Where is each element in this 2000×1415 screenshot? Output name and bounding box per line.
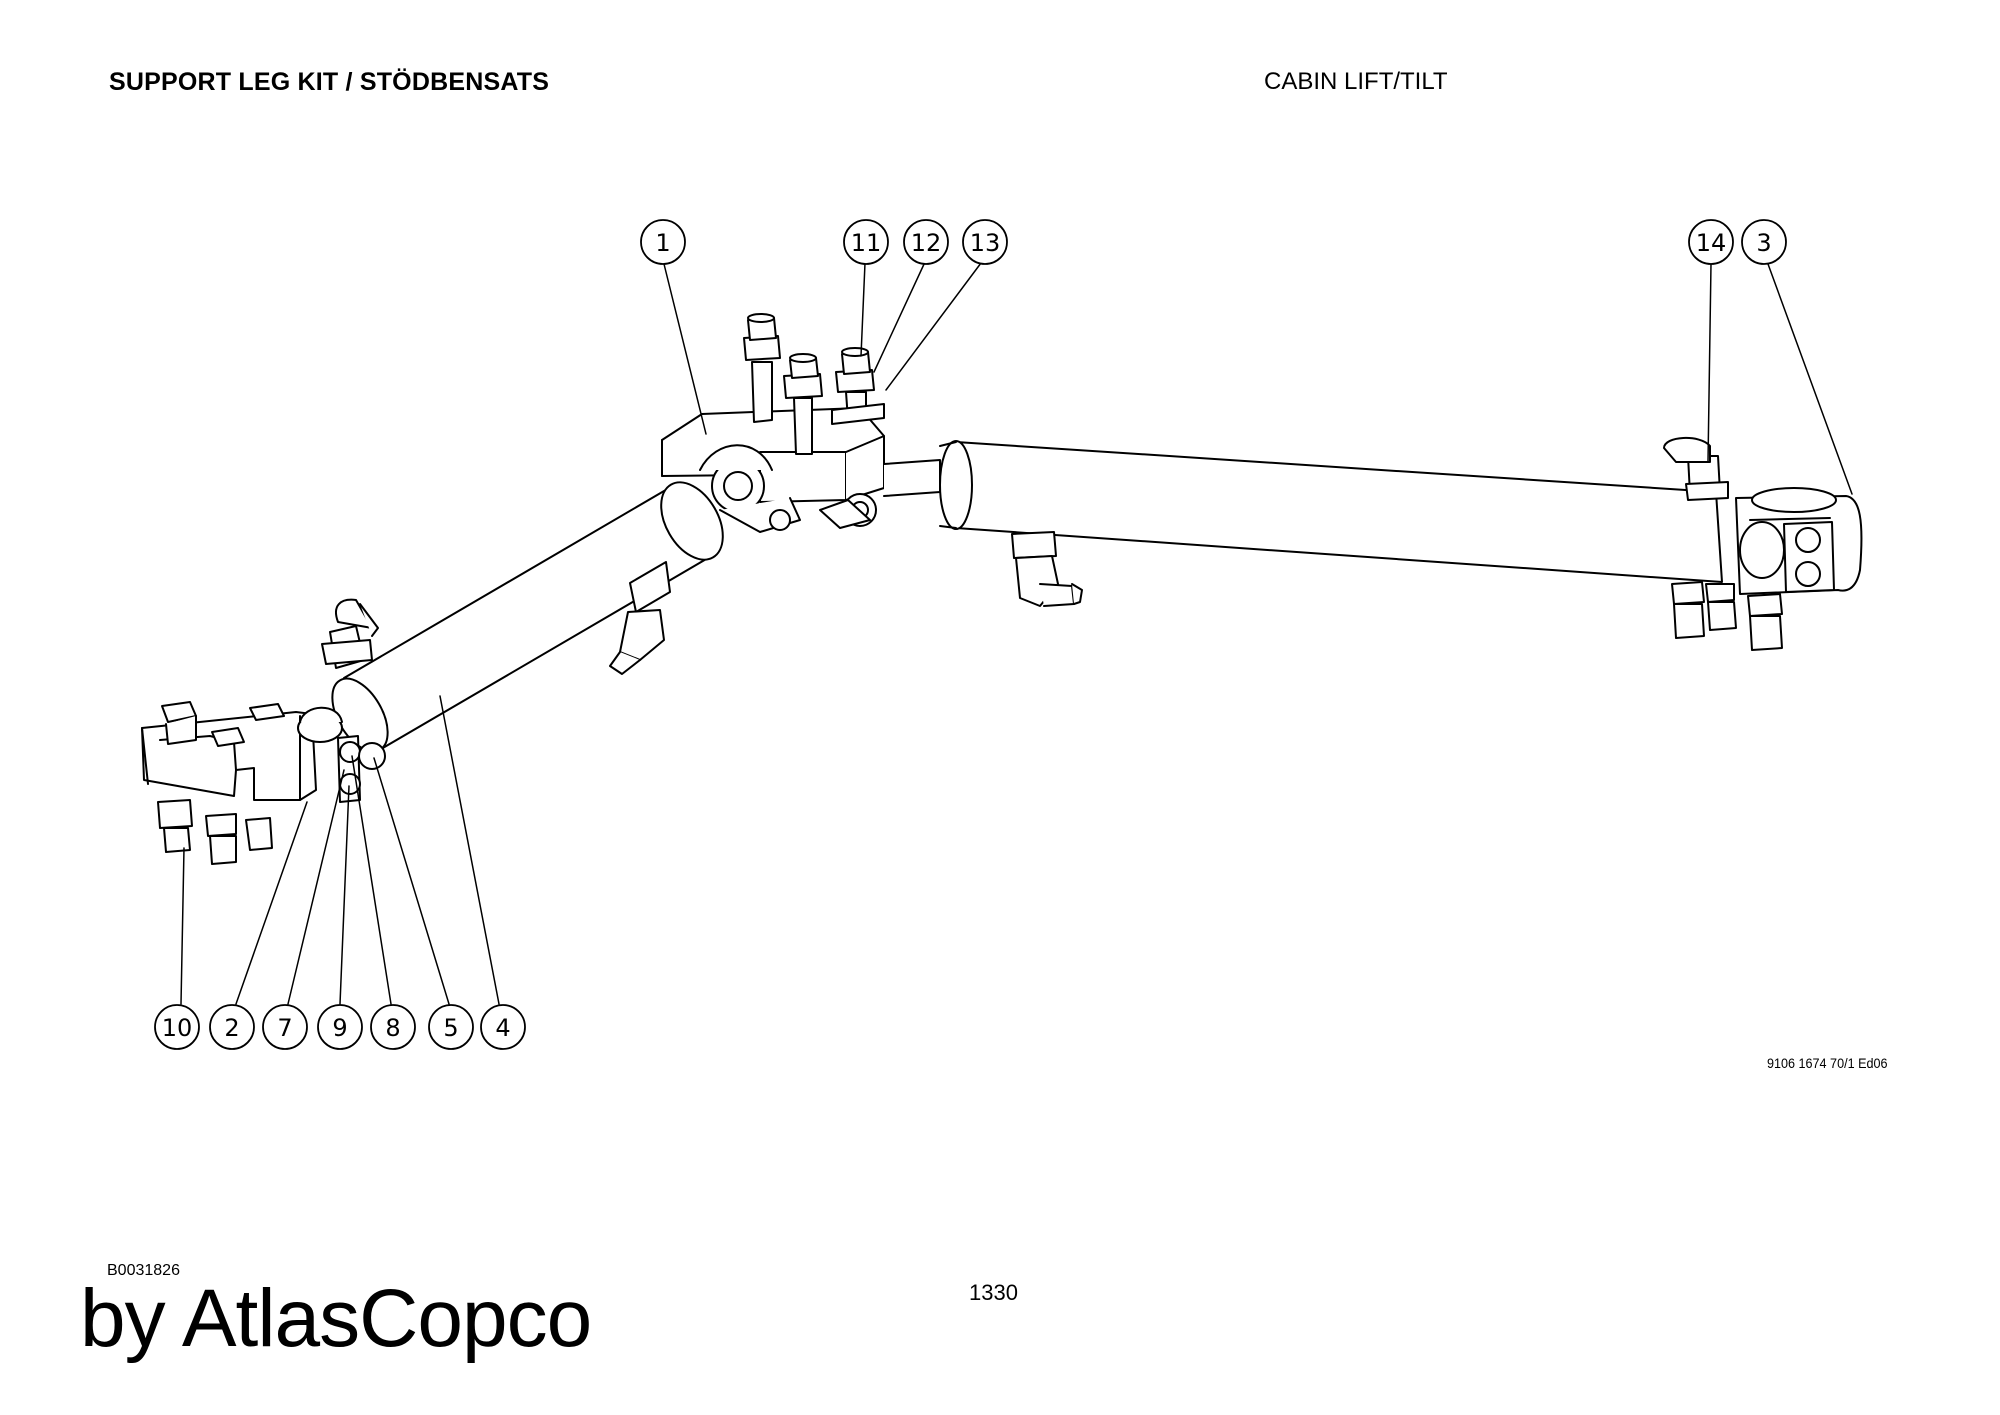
left-cylinder <box>321 481 724 753</box>
svg-text:5: 5 <box>443 1014 458 1042</box>
svg-text:10: 10 <box>162 1014 193 1042</box>
stud-b <box>783 353 823 455</box>
section-title: CABIN LIFT/TILT <box>1264 68 1448 95</box>
svg-text:9: 9 <box>332 1014 347 1042</box>
callout-13: 13 <box>962 219 1008 265</box>
brand-footer: by AtlasCopco <box>80 1273 592 1364</box>
callout-11: 11 <box>843 219 889 265</box>
svg-text:3: 3 <box>1756 229 1771 257</box>
callout-1: 1 <box>640 219 686 265</box>
callout-bubbles: 1 11 12 13 14 3 <box>154 219 1787 1050</box>
svg-text:1: 1 <box>655 229 670 257</box>
callout-4: 4 <box>480 1004 526 1050</box>
svg-text:13: 13 <box>970 229 1001 257</box>
svg-text:4: 4 <box>495 1014 510 1042</box>
stud-c <box>831 347 885 425</box>
drawing-edition-number: 9106 1674 70/1 Ed06 <box>1767 1055 1888 1071</box>
document-id: B0031826 <box>107 1262 180 1279</box>
left-bracket <box>141 701 386 865</box>
leader-lines <box>180 261 1853 1005</box>
stud-a <box>743 313 781 423</box>
callout-7: 7 <box>262 1004 308 1050</box>
callout-10: 10 <box>154 1004 200 1050</box>
svg-text:8: 8 <box>385 1014 400 1042</box>
page-number: 1330 <box>969 1280 1018 1305</box>
callout-2: 2 <box>209 1004 255 1050</box>
callout-8: 8 <box>370 1004 416 1050</box>
right-cylinder <box>883 437 1729 607</box>
svg-text:7: 7 <box>277 1014 292 1042</box>
callout-5: 5 <box>428 1004 474 1050</box>
page-title: SUPPORT LEG KIT / STÖDBENSATS <box>109 68 550 96</box>
svg-text:11: 11 <box>851 229 882 257</box>
right-bracket <box>1671 487 1863 651</box>
callout-9: 9 <box>317 1004 363 1050</box>
svg-text:14: 14 <box>1696 229 1727 257</box>
svg-text:2: 2 <box>224 1014 239 1042</box>
callout-12: 12 <box>903 219 949 265</box>
svg-text:12: 12 <box>911 229 942 257</box>
callout-14: 14 <box>1688 219 1734 265</box>
callout-3: 3 <box>1741 219 1787 265</box>
